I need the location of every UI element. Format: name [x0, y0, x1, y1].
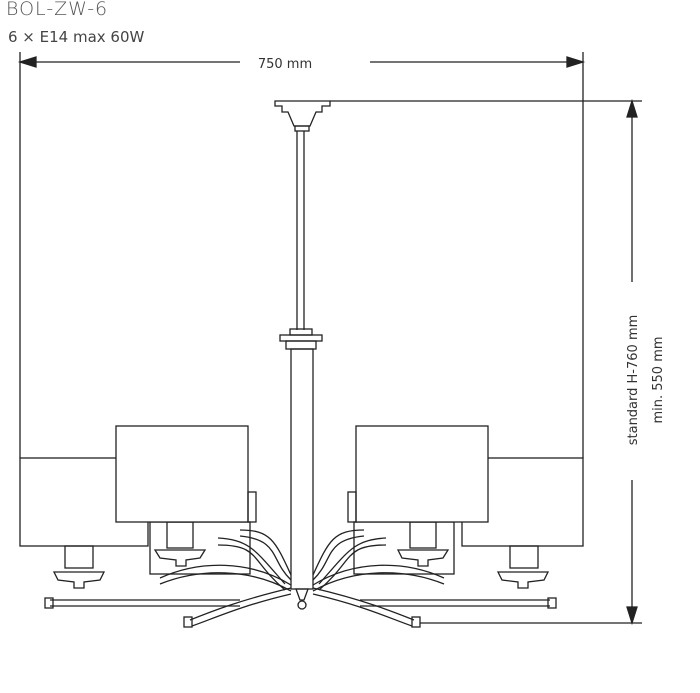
shade-inner-right: [355, 425, 489, 523]
holder-outer-left: [52, 545, 106, 589]
holder-outer-right: [496, 545, 550, 589]
coupler: [279, 328, 323, 350]
shade-inner-left: [115, 425, 249, 523]
model-name: BOL-ZW-6: [6, 0, 109, 20]
canopy: [274, 100, 331, 132]
height-standard-label: standard H-760 mm: [626, 315, 641, 446]
height-dimension: [330, 98, 642, 626]
central-stem: [290, 348, 314, 590]
height-min-label: min. 550 mm: [651, 336, 666, 423]
bulb-spec: 6 × E14 max 60W: [8, 28, 145, 46]
width-label: 750 mm: [258, 57, 312, 72]
width-dimension: [17, 52, 586, 458]
